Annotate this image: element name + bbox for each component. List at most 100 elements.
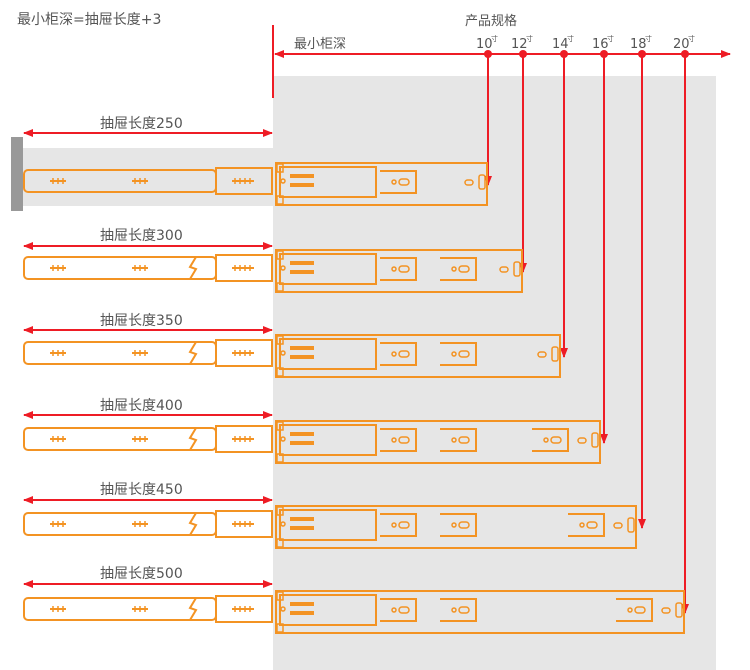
lock-plate (290, 261, 314, 265)
spec-point (560, 50, 568, 58)
spec-size-label: 16 (592, 37, 609, 52)
drawer-rows: 抽屉长度250 抽屉长度300 抽屉长度350 抽屉长度400 抽屉长度450 抽屉长度5… (23, 116, 685, 634)
cabinet-member-rail (275, 249, 523, 293)
ball-bearing-cage (279, 424, 377, 456)
spec-unit-label: 寸 (645, 34, 652, 43)
intermediate-rail-end (215, 595, 273, 623)
rail-hole-mark (50, 436, 66, 442)
mounting-slot (380, 598, 417, 622)
spec-size-label: 10 (476, 37, 493, 52)
lock-plate (290, 432, 314, 436)
lock-plate (290, 611, 314, 615)
spec-marker-16: 16寸 (592, 34, 614, 444)
mounting-slot (440, 513, 477, 537)
end-stop (513, 261, 521, 277)
drawer-length-label: 抽屉长度450 (100, 482, 183, 498)
rail-tab (276, 453, 284, 463)
rail-hole-mark (132, 265, 148, 271)
spec-unit-label: 寸 (567, 34, 574, 43)
rail-hole-mark (50, 178, 66, 184)
formula-label: 最小柜深=抽屉长度+3 (17, 12, 161, 28)
spec-point (638, 50, 646, 58)
break-symbol (188, 597, 198, 621)
spec-size-label: 20 (673, 37, 690, 52)
mounting-slot (440, 598, 477, 622)
rail-tab (276, 538, 284, 548)
lock-plate (290, 270, 314, 274)
rail-pin (280, 606, 286, 612)
mounting-slot (380, 513, 417, 537)
spec-point (519, 50, 527, 58)
lock-plate (290, 526, 314, 530)
drawer-front-panel (11, 137, 23, 211)
drawer-row-4: 抽屉长度400 (23, 398, 601, 464)
spec-size-label: 12 (511, 37, 528, 52)
rail-pin (280, 265, 286, 271)
spec-marker-20: 20寸 (673, 34, 695, 614)
mounting-slot (440, 342, 477, 366)
rail-hole-mark (232, 436, 254, 442)
mounting-slot (440, 257, 477, 281)
rail-pin (280, 178, 286, 184)
rail-tab (276, 506, 284, 516)
spec-point (681, 50, 689, 58)
spec-size-label: 14 (552, 37, 569, 52)
rail-tab (276, 282, 284, 292)
drawer-row-6: 抽屉长度500 (23, 566, 685, 634)
end-stop (627, 517, 635, 533)
rail-tab (276, 623, 284, 633)
mounting-slot (568, 513, 605, 537)
intermediate-rail-end (215, 425, 273, 453)
mounting-slot (380, 428, 417, 452)
break-symbol (188, 341, 198, 365)
drawer-length-label: 抽屉长度300 (100, 228, 183, 244)
drawer-length-label: 抽屉长度250 (100, 116, 183, 132)
end-stop (675, 602, 683, 618)
rail-hole-mark (232, 606, 254, 612)
intermediate-rail-end (215, 510, 273, 538)
mounting-slot (532, 428, 569, 452)
ball-bearing-cage (279, 338, 377, 370)
rail-pin (280, 350, 286, 356)
rail-hole-mark (132, 436, 148, 442)
cabinet-member-rail (275, 334, 561, 378)
spec-unit-label: 寸 (526, 34, 533, 43)
drawer-row-2: 抽屉长度300 (23, 228, 523, 293)
lock-plate (290, 174, 314, 178)
spec-unit-label: 寸 (688, 34, 695, 43)
lock-plate (290, 441, 314, 445)
cabinet-area (273, 76, 716, 670)
lock-plate (290, 183, 314, 187)
end-stop (551, 346, 559, 362)
ball-bearing-cage (279, 253, 377, 285)
cabinet-member-rail (275, 420, 601, 464)
min-cabinet-depth-label: 最小柜深 (294, 37, 346, 52)
cabinet-member-rail (275, 505, 637, 549)
mounting-slot (616, 598, 653, 622)
rail-hole-mark (232, 521, 254, 527)
spec-marker-14: 14寸 (552, 34, 574, 358)
intermediate-rail-end (215, 339, 273, 367)
lock-plate (290, 517, 314, 521)
break-symbol (188, 427, 198, 451)
rail-tab (276, 591, 284, 601)
rail-hole-mark (132, 178, 148, 184)
end-slot (499, 266, 509, 273)
spec-size-label: 18 (630, 37, 647, 52)
end-slot (613, 522, 623, 529)
end-slot (464, 179, 474, 186)
product-spec-label: 产品规格 (465, 13, 517, 29)
rail-tab (276, 335, 284, 345)
rail-hole-mark (232, 265, 254, 271)
drawer-row-3: 抽屉长度350 (23, 313, 561, 378)
rail-hole-mark (50, 265, 66, 271)
end-slot (577, 437, 587, 444)
rail-pin (280, 436, 286, 442)
drawer-length-label: 抽屉长度400 (100, 398, 183, 414)
rail-hole-mark (232, 350, 254, 356)
end-slot (661, 607, 671, 614)
lock-plate (290, 602, 314, 606)
mounting-slot (380, 342, 417, 366)
spec-marker-12: 12寸 (511, 34, 533, 273)
